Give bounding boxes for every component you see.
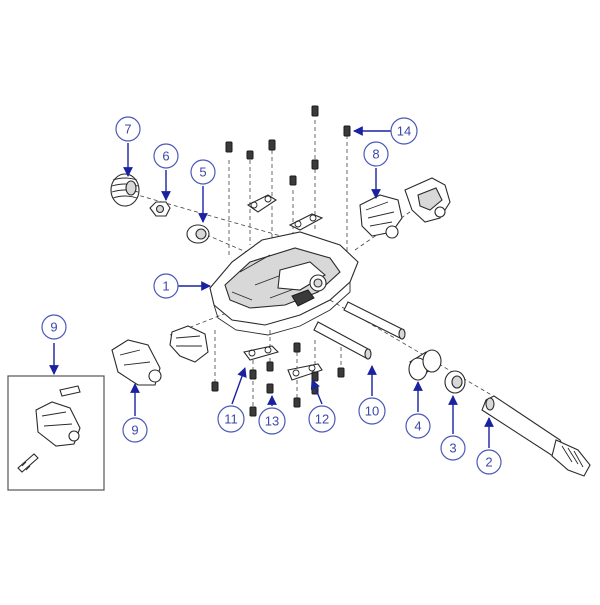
callout-9-main-label: 9 [131, 423, 138, 438]
callout-9-main: 9 [122, 417, 148, 443]
part-6-hex-nut [149, 201, 171, 217]
part-5-bearing [186, 224, 210, 244]
callout-7-label: 7 [124, 122, 131, 137]
callout-12: 12 [308, 405, 336, 433]
part-10-pins [313, 301, 406, 360]
part-1-pedal-body [209, 231, 359, 336]
callout-8-label: 8 [372, 147, 379, 162]
part-3-bearing-ring [444, 370, 466, 394]
callout-12-label: 12 [315, 412, 329, 427]
bottom-clip-plates [243, 345, 323, 381]
part-4-bushing [408, 349, 442, 381]
callout-5: 5 [190, 159, 216, 185]
part-12-13-screws-bottom [211, 342, 345, 417]
callout-11: 11 [217, 405, 245, 433]
part-8-cleat-mechanism [359, 177, 451, 239]
part-9-inset-box [7, 375, 105, 491]
leader-arrows [49, 126, 494, 448]
callout-10-label: 10 [365, 404, 379, 419]
callout-3-label: 3 [449, 441, 456, 456]
callout-13: 13 [258, 407, 286, 435]
callout-1-label: 1 [162, 279, 169, 294]
callout-2-label: 2 [485, 455, 492, 470]
top-clip-plates [246, 194, 324, 231]
callout-5-label: 5 [199, 165, 206, 180]
callout-1: 1 [153, 273, 179, 299]
callout-14-label: 14 [397, 124, 411, 139]
callout-2: 2 [476, 449, 502, 475]
callout-8: 8 [363, 141, 389, 167]
callout-14: 14 [390, 117, 418, 145]
callout-3: 3 [440, 435, 466, 461]
callout-10: 10 [358, 397, 386, 425]
callout-13-label: 13 [265, 414, 279, 429]
callout-11-label: 11 [224, 412, 238, 427]
callout-9-inset-label: 9 [50, 320, 57, 335]
callout-6: 6 [153, 143, 179, 169]
part-2-spindle [481, 395, 591, 477]
callout-7: 7 [115, 116, 141, 142]
part-7-threaded-cap [110, 173, 140, 207]
part-14-screws-top [225, 105, 351, 186]
callout-6-label: 6 [162, 149, 169, 164]
callout-4: 4 [405, 413, 431, 439]
callout-4-label: 4 [414, 419, 421, 434]
part-9-clip-lower [111, 325, 209, 386]
callout-9-inset: 9 [41, 314, 67, 340]
